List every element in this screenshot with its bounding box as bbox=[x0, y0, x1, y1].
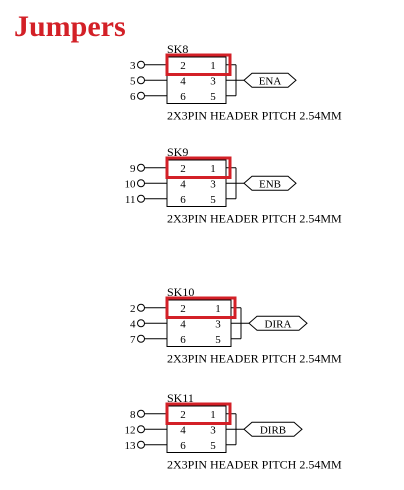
signal-flag bbox=[243, 72, 297, 88]
jumper-highlight bbox=[165, 53, 232, 76]
terminal-circle bbox=[137, 319, 145, 328]
net-label: 9 bbox=[130, 163, 136, 175]
signal-label: ENA bbox=[259, 75, 282, 87]
terminal-circle bbox=[137, 60, 145, 69]
signal-label: DIRB bbox=[260, 424, 286, 436]
terminal-circle bbox=[137, 179, 145, 188]
footprint-label: 2X3PIN HEADER PITCH 2.54MM bbox=[167, 458, 342, 472]
net-label: 13 bbox=[125, 440, 137, 452]
terminal-circle bbox=[137, 440, 145, 449]
pin-number: 4 bbox=[180, 318, 186, 330]
jumper-highlight bbox=[165, 156, 232, 179]
header-sk8: SK8 3 2 1 5 4 3 6 6 5 ENA 2X3PIN HEADER PITCH 2.54M… bbox=[130, 42, 342, 123]
net-label: 12 bbox=[125, 424, 136, 436]
header-ref: SK10 bbox=[167, 285, 194, 299]
signal-label: ENB bbox=[259, 178, 281, 190]
signal-flag bbox=[243, 175, 297, 191]
pin-number: 4 bbox=[180, 424, 186, 436]
pin-number: 1 bbox=[210, 409, 216, 421]
pin-number: 5 bbox=[210, 91, 216, 103]
terminal-circle bbox=[137, 76, 145, 85]
terminal-circle bbox=[137, 334, 145, 343]
pin-number: 3 bbox=[215, 318, 221, 330]
jumper-highlight bbox=[165, 402, 232, 425]
pin-number: 1 bbox=[210, 163, 216, 175]
terminal-circle bbox=[137, 163, 145, 172]
pin-number: 3 bbox=[210, 75, 216, 87]
terminal-circle bbox=[137, 91, 145, 100]
jumper-highlight bbox=[165, 296, 237, 319]
net-label: 3 bbox=[130, 60, 136, 72]
pin-number: 3 bbox=[210, 424, 216, 436]
pin-number: 5 bbox=[215, 334, 221, 346]
pin-number: 4 bbox=[180, 75, 186, 87]
header-sk11: SK11 8 2 1 12 4 3 13 6 5 DIRB 2X3PIN HEADER PITCH 2… bbox=[125, 391, 343, 472]
pin-number: 1 bbox=[215, 303, 221, 315]
header-ref: SK9 bbox=[167, 145, 188, 159]
header-ref: SK11 bbox=[167, 391, 194, 405]
net-label: 2 bbox=[130, 303, 136, 315]
pin-number: 5 bbox=[210, 440, 216, 452]
net-label: 7 bbox=[130, 334, 136, 346]
pin-number: 2 bbox=[180, 409, 186, 421]
signal-label: DIRA bbox=[265, 318, 292, 330]
header-body bbox=[166, 56, 227, 104]
net-label: 8 bbox=[130, 409, 136, 421]
net-label: 10 bbox=[125, 178, 137, 190]
signal-flag bbox=[243, 421, 303, 437]
header-body bbox=[166, 405, 227, 453]
header-sk10: SK10 2 2 1 4 4 3 7 6 5 DIRA 2X3PIN HEADER PITCH 2.5… bbox=[130, 285, 342, 366]
header-ref: SK8 bbox=[167, 42, 188, 56]
footprint-label: 2X3PIN HEADER PITCH 2.54MM bbox=[167, 352, 342, 366]
pin-number: 2 bbox=[180, 303, 186, 315]
pin-number: 6 bbox=[180, 334, 186, 346]
terminal-circle bbox=[137, 303, 145, 312]
pin-number: 4 bbox=[180, 178, 186, 190]
header-sk9: SK9 9 2 1 10 4 3 11 6 5 ENB 2X3PIN HEADER PITCH 2.5… bbox=[125, 145, 343, 226]
terminal-circle bbox=[137, 409, 145, 418]
net-label: 4 bbox=[130, 318, 136, 330]
net-label: 6 bbox=[130, 91, 136, 103]
pin-number: 1 bbox=[210, 60, 216, 72]
signal-flag bbox=[248, 315, 308, 331]
footprint-label: 2X3PIN HEADER PITCH 2.54MM bbox=[167, 212, 342, 226]
pin-number: 6 bbox=[180, 91, 186, 103]
footprint-label: 2X3PIN HEADER PITCH 2.54MM bbox=[167, 109, 342, 123]
pin-number: 6 bbox=[180, 440, 186, 452]
pin-number: 6 bbox=[180, 194, 186, 206]
net-label: 5 bbox=[130, 75, 136, 87]
header-body bbox=[166, 159, 227, 207]
terminal-circle bbox=[137, 194, 145, 203]
pin-number: 5 bbox=[210, 194, 216, 206]
pin-number: 2 bbox=[180, 163, 186, 175]
header-body bbox=[166, 299, 232, 347]
page-title: Jumpers bbox=[14, 10, 126, 43]
pin-number: 2 bbox=[180, 60, 186, 72]
terminal-circle bbox=[137, 425, 145, 434]
net-label: 11 bbox=[125, 194, 136, 206]
pin-number: 3 bbox=[210, 178, 216, 190]
